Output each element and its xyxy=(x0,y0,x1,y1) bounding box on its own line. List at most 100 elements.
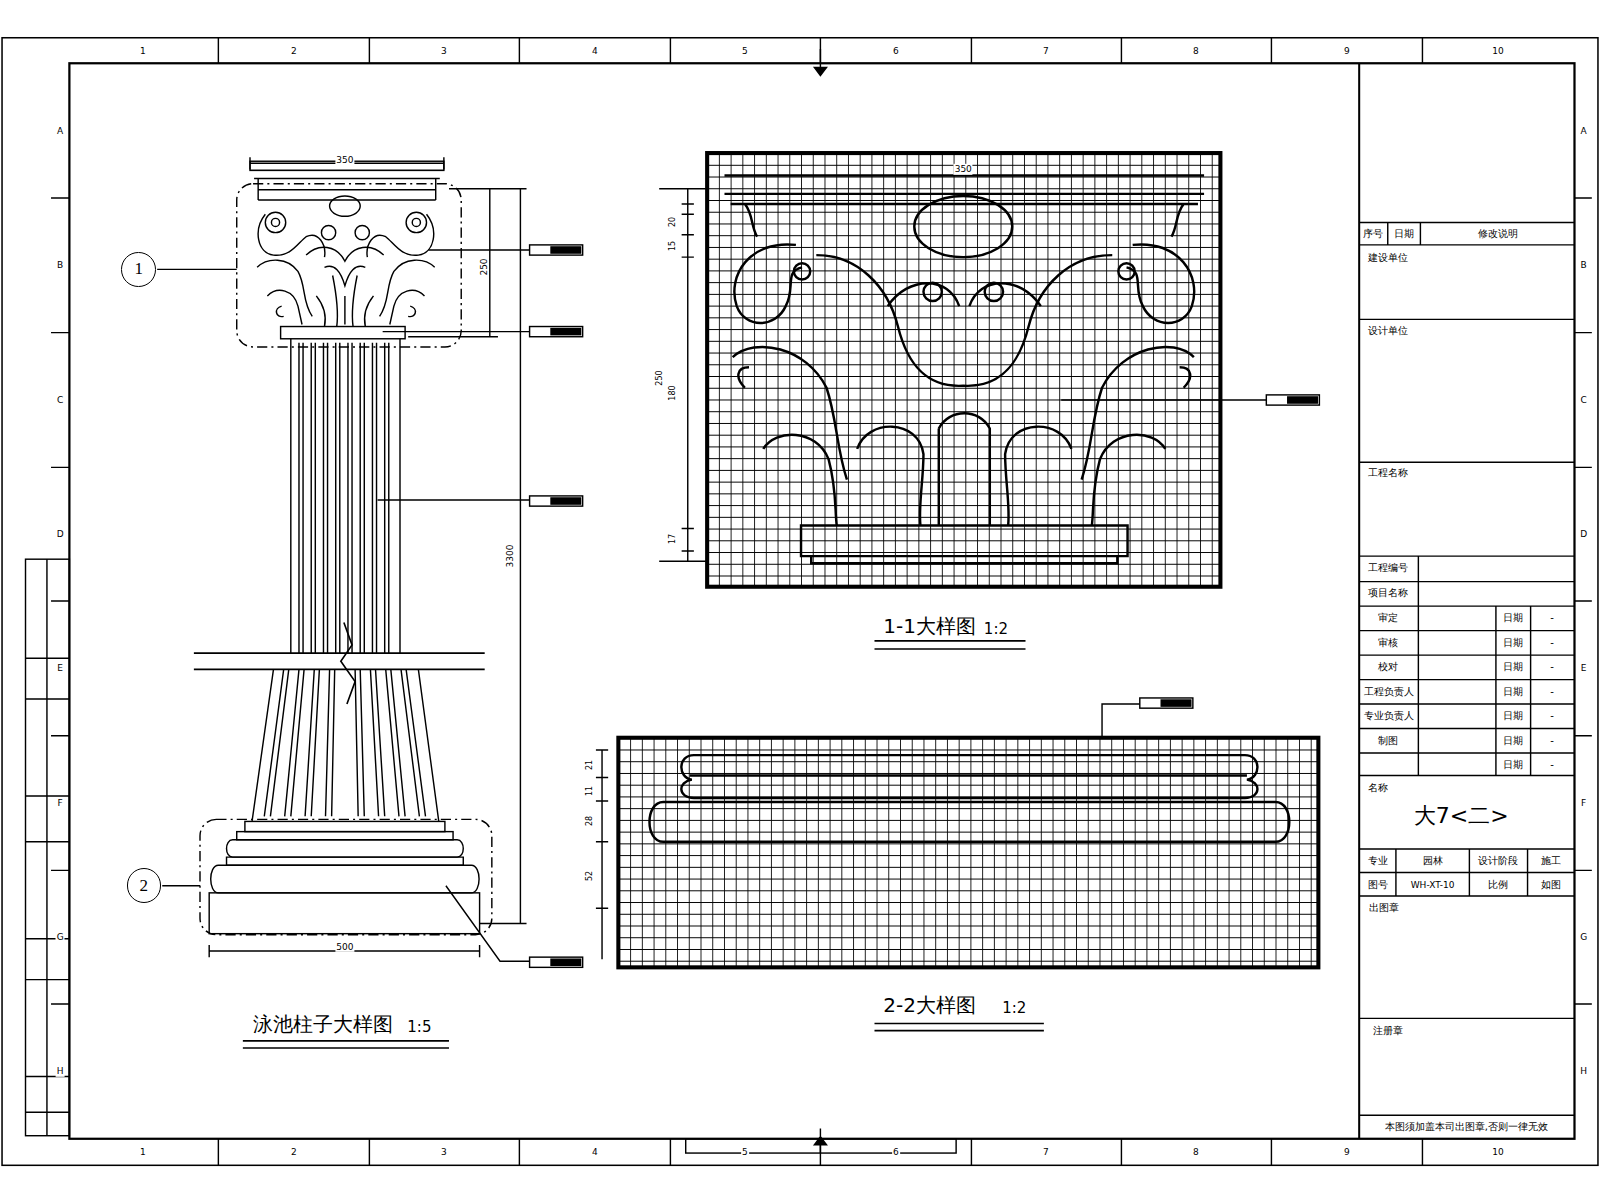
grid-number: 5 xyxy=(741,1147,749,1157)
dimension: 250 xyxy=(479,258,489,277)
title-block xyxy=(1359,63,1574,1139)
grid-number: 7 xyxy=(1042,1147,1050,1157)
grid-letter: E xyxy=(56,663,64,673)
grid-letter: B xyxy=(56,260,64,270)
sheet-frame xyxy=(2,38,1598,1166)
capital-detail xyxy=(707,153,1220,587)
scale-text: 1:5 xyxy=(406,1019,432,1036)
grid-number: 4 xyxy=(591,1147,599,1157)
dimension: 52 xyxy=(585,869,594,881)
grid-number: 6 xyxy=(892,46,900,56)
table-cell: 日期 xyxy=(1502,613,1524,625)
table-cell: 日期 xyxy=(1502,662,1524,674)
grid-number: 9 xyxy=(1343,46,1351,56)
table-cell: - xyxy=(1549,686,1555,698)
drawing-title: 泳池柱子大样图 xyxy=(252,1013,394,1036)
grid-letter: C xyxy=(1580,395,1588,405)
table-cell: 比例 xyxy=(1487,879,1509,891)
dimension: 250 xyxy=(656,369,665,386)
grid-number: 7 xyxy=(1042,46,1050,56)
table-cell: - xyxy=(1549,613,1555,625)
table-cell: - xyxy=(1549,662,1555,674)
table-cell: 校对 xyxy=(1377,662,1399,674)
table-cell: 注册章 xyxy=(1372,1025,1404,1037)
grid-number: 4 xyxy=(591,46,599,56)
dimension: 180 xyxy=(669,384,678,401)
dimension: 21 xyxy=(585,759,594,771)
grid-letter: A xyxy=(1580,125,1588,135)
dimension: 500 xyxy=(335,942,354,952)
table-cell: WH-XT-10 xyxy=(1410,880,1456,890)
grid-letter: E xyxy=(1580,663,1588,673)
table-cell: - xyxy=(1549,711,1555,723)
dimension: 350 xyxy=(954,164,973,174)
grid-number: 8 xyxy=(1192,46,1200,56)
grid-number: 5 xyxy=(741,46,749,56)
drawing-title: 1-1大样图 xyxy=(882,614,977,637)
table-cell: 日期 xyxy=(1502,711,1524,723)
table-cell: 序号 xyxy=(1362,228,1384,240)
table-cell: 设计阶段 xyxy=(1477,855,1519,867)
table-cell: 工程编号 xyxy=(1367,563,1409,575)
table-cell: - xyxy=(1549,637,1555,649)
table-cell: - xyxy=(1549,735,1555,747)
callout-circle: 1 xyxy=(121,252,156,287)
callout-number: 2 xyxy=(140,876,149,896)
grid-letter: D xyxy=(56,529,65,539)
dimension: 17 xyxy=(669,533,678,545)
table-cell: 审核 xyxy=(1377,637,1399,649)
table-cell: 施工 xyxy=(1540,855,1562,867)
grid-letter: H xyxy=(1579,1066,1588,1076)
grid-number: 6 xyxy=(892,1147,900,1157)
grid-number: 10 xyxy=(1491,1147,1504,1157)
grid-number: 3 xyxy=(440,46,448,56)
table-cell: 如图 xyxy=(1540,879,1562,891)
table-cell: 出图章 xyxy=(1368,902,1400,914)
grid-number: 1 xyxy=(139,1147,147,1157)
table-cell: 审定 xyxy=(1377,613,1399,625)
table-cell: 项目名称 xyxy=(1367,587,1409,599)
dimension: 11 xyxy=(585,785,594,797)
table-cell: 日期 xyxy=(1502,760,1524,772)
table-cell: 建设单位 xyxy=(1367,252,1409,264)
grid-letter: F xyxy=(57,798,64,808)
grid-number: 10 xyxy=(1491,46,1504,56)
table-cell: 制图 xyxy=(1377,735,1399,747)
table-cell: 设计单位 xyxy=(1367,325,1409,337)
callout-circle: 2 xyxy=(127,868,162,903)
callout-number: 1 xyxy=(135,259,144,279)
grid-letter: G xyxy=(1579,932,1588,942)
column-elevation xyxy=(157,161,492,934)
grid-letter: D xyxy=(1579,529,1588,539)
scale-text: 1:2 xyxy=(983,621,1009,638)
table-cell: 日期 xyxy=(1502,637,1524,649)
dimension: 15 xyxy=(669,240,678,252)
table-cell: 工程负责人 xyxy=(1363,686,1415,698)
drawing-title: 2-2大样图 xyxy=(882,994,977,1017)
table-cell: 日期 xyxy=(1502,686,1524,698)
table-cell: 园林 xyxy=(1422,855,1444,867)
grid-number: 9 xyxy=(1343,1147,1351,1157)
dimension: 20 xyxy=(669,216,678,228)
scale-text: 1:2 xyxy=(1001,1001,1027,1018)
table-cell: 日期 xyxy=(1393,228,1415,240)
sheet-name: 大7<二> xyxy=(1413,804,1510,829)
table-cell: 图号 xyxy=(1367,879,1389,891)
table-cell: 修改说明 xyxy=(1477,228,1519,240)
dimension: 350 xyxy=(335,155,354,165)
grid-letter: G xyxy=(56,932,65,942)
grid-letter: F xyxy=(1580,798,1587,808)
grid-number: 3 xyxy=(440,1147,448,1157)
grid-letter: H xyxy=(56,1066,65,1076)
grid-number: 2 xyxy=(290,46,298,56)
grid-letter: A xyxy=(56,125,64,135)
table-cell: 专业 xyxy=(1367,855,1389,867)
table-cell: 专业负责人 xyxy=(1363,711,1415,723)
dimension: 3300 xyxy=(505,544,515,569)
note-text: 本图须加盖本司出图章,否则一律无效 xyxy=(1384,1121,1549,1133)
table-cell: 日期 xyxy=(1502,735,1524,747)
grid-number: 2 xyxy=(290,1147,298,1157)
base-detail xyxy=(618,738,1318,968)
